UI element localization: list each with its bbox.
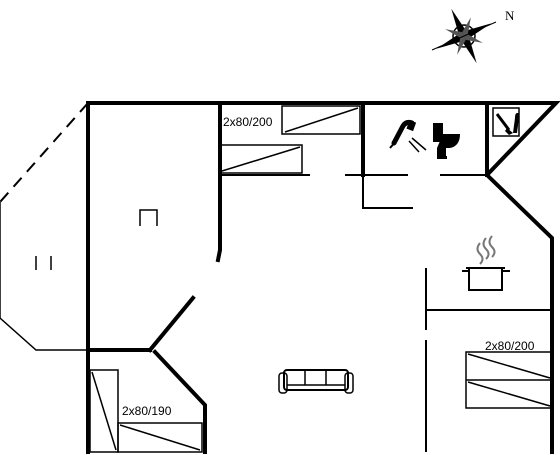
table-icon [139,209,158,226]
bed-top [219,105,361,174]
bed-bottom-left [89,369,203,453]
bed-size-label-right: 2x80/200 [485,339,535,353]
sofa-icon [278,369,354,394]
terrace-outline [0,102,89,351]
bed-size-label-top: 2x80/200 [223,115,273,129]
cooking-pot-icon [462,235,510,291]
shower-icon [389,119,427,153]
terrace-furniture-icon [35,256,52,270]
bed-size-label-bottom-left: 2x80/190 [122,404,172,418]
outer-walls [86,101,560,454]
compass-north-label: N [505,8,515,23]
toilet-icon [433,123,460,159]
broom-cleaning-icon [492,107,520,137]
interior-walls [147,101,552,452]
bed-right [465,351,553,409]
compass-rose-icon [431,8,497,64]
